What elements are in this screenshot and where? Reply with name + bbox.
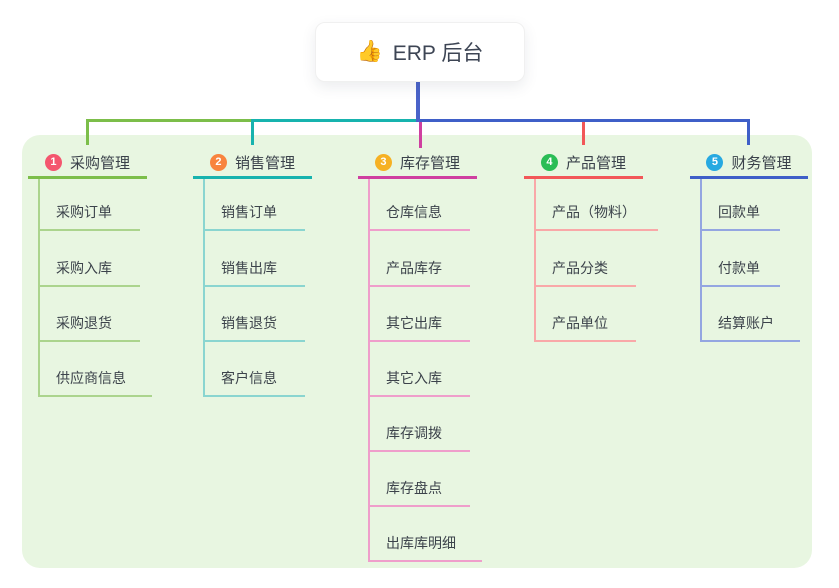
- child-label: 销售退货: [221, 315, 277, 331]
- badge-1: 1: [44, 153, 62, 171]
- child-node[interactable]: 库存调拨: [368, 422, 470, 452]
- child-label: 销售订单: [221, 204, 277, 220]
- child-node[interactable]: 结算账户: [700, 312, 800, 342]
- connector-trunk-inventory: [368, 179, 370, 562]
- connector-trunk-product: [534, 179, 536, 342]
- connector-horizontal-sales: [251, 119, 419, 122]
- connector-trunk-sales: [203, 179, 205, 397]
- child-label: 产品分类: [552, 260, 608, 276]
- branch-header-product[interactable]: 4 产品管理: [524, 148, 643, 179]
- badge-2: 2: [209, 153, 227, 171]
- child-label: 供应商信息: [56, 370, 126, 386]
- connector-drop-finance: [747, 119, 750, 145]
- connector-trunk-purchase: [38, 179, 40, 397]
- child-node[interactable]: 产品库存: [368, 257, 470, 287]
- child-label: 付款单: [718, 260, 760, 276]
- child-label: 仓库信息: [386, 204, 442, 220]
- child-label: 销售出库: [221, 260, 277, 276]
- child-label: 产品单位: [552, 315, 608, 331]
- root-label: ERP 后台: [392, 42, 484, 65]
- child-label: 产品库存: [386, 260, 442, 276]
- child-node[interactable]: 其它出库: [368, 312, 470, 342]
- connector-root-vertical: [416, 82, 420, 122]
- child-node[interactable]: 其它入库: [368, 367, 470, 397]
- child-node[interactable]: 回款单: [700, 201, 780, 231]
- connector-drop-purchase: [86, 119, 89, 145]
- child-node[interactable]: 产品单位: [534, 312, 636, 342]
- branch-background-panel: [22, 135, 812, 568]
- child-node[interactable]: 采购订单: [38, 201, 140, 231]
- connector-horizontal-finance: [416, 119, 750, 122]
- connector-drop-inventory: [419, 121, 422, 148]
- thumbs-up-icon: 👍: [356, 40, 383, 63]
- child-node[interactable]: 客户信息: [203, 367, 305, 397]
- child-label: 其它入库: [386, 370, 442, 386]
- child-label: 库存调拨: [386, 425, 442, 441]
- child-label: 其它出库: [386, 315, 442, 331]
- branch-label-finance: 财务管理: [731, 154, 792, 172]
- branch-header-sales[interactable]: 2 销售管理: [193, 148, 312, 179]
- badge-4: 4: [540, 153, 558, 171]
- child-node[interactable]: 付款单: [700, 257, 780, 287]
- child-node[interactable]: 库存盘点: [368, 477, 470, 507]
- child-node[interactable]: 销售出库: [203, 257, 305, 287]
- child-node[interactable]: 仓库信息: [368, 201, 470, 231]
- child-node[interactable]: 产品分类: [534, 257, 636, 287]
- child-node[interactable]: 供应商信息: [38, 367, 152, 397]
- child-label: 客户信息: [221, 370, 277, 386]
- child-label: 回款单: [718, 204, 760, 220]
- branch-label-sales: 销售管理: [234, 154, 295, 172]
- branch-header-inventory[interactable]: 3 库存管理: [358, 148, 477, 179]
- branch-label-product: 产品管理: [565, 154, 626, 172]
- branch-label-inventory: 库存管理: [399, 154, 460, 172]
- child-node[interactable]: 采购入库: [38, 257, 140, 287]
- child-label: 采购订单: [56, 204, 112, 220]
- child-label: 采购退货: [56, 315, 112, 331]
- branch-header-finance[interactable]: 5 财务管理: [690, 148, 808, 179]
- child-node[interactable]: 出库库明细: [368, 532, 482, 562]
- connector-drop-product: [582, 119, 585, 145]
- badge-3: 3: [374, 153, 392, 171]
- child-node[interactable]: 销售退货: [203, 312, 305, 342]
- root-node[interactable]: 👍 ERP 后台: [315, 22, 525, 82]
- child-label: 出库库明细: [386, 535, 456, 551]
- child-node[interactable]: 产品（物料）: [534, 201, 658, 231]
- child-node[interactable]: 采购退货: [38, 312, 140, 342]
- connector-drop-sales: [251, 119, 254, 145]
- branch-label-purchase: 采购管理: [69, 154, 130, 172]
- child-label: 产品（物料）: [552, 204, 636, 220]
- child-label: 结算账户: [718, 315, 774, 331]
- connector-horizontal-purchase: [86, 119, 254, 122]
- child-label: 库存盘点: [386, 480, 442, 496]
- child-node[interactable]: 销售订单: [203, 201, 305, 231]
- branch-header-purchase[interactable]: 1 采购管理: [28, 148, 147, 179]
- badge-5: 5: [706, 153, 724, 171]
- child-label: 采购入库: [56, 260, 112, 276]
- connector-trunk-finance: [700, 179, 702, 342]
